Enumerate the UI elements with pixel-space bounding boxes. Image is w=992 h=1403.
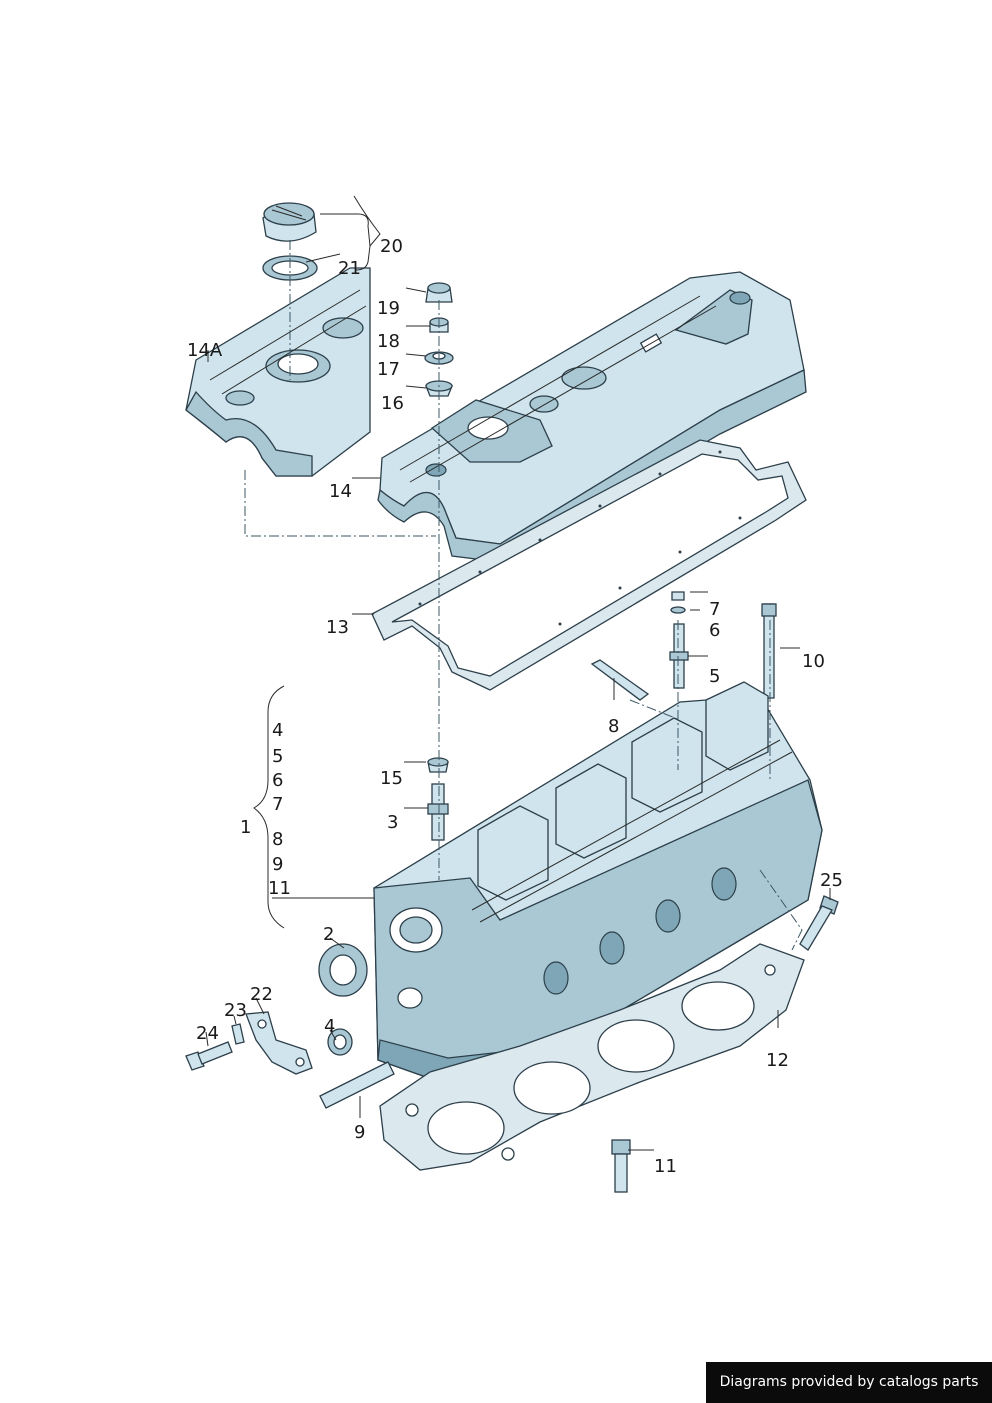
- camshaft-bearings: [477, 681, 769, 901]
- callout-6-upper: 6: [709, 620, 720, 641]
- assembly-axes: [244, 240, 803, 951]
- gasket-bead-dots: [418, 450, 742, 626]
- callout-7-upper: 7: [709, 599, 720, 620]
- callout-15: 15: [380, 768, 403, 789]
- callout-21: 21: [338, 258, 361, 279]
- cylinder-head: [373, 681, 823, 1083]
- callout-19: 19: [377, 298, 400, 319]
- callout-22: 22: [250, 984, 273, 1005]
- stud-5: [669, 623, 689, 689]
- callout-20: 20: [380, 236, 403, 257]
- callout-13: 13: [326, 617, 349, 638]
- shaft-seal-2: [318, 943, 368, 997]
- callout-1: 1: [240, 817, 251, 838]
- callout-25: 25: [820, 870, 843, 891]
- group-callout-7: 7: [272, 794, 283, 815]
- group-callout-9: 9: [272, 854, 283, 875]
- callout-14: 14: [329, 481, 352, 502]
- callout-5-upper: 5: [709, 666, 720, 687]
- oil-filler-cap: [262, 202, 317, 242]
- bolt-25: [799, 895, 839, 951]
- callout-23: 23: [224, 1000, 247, 1021]
- callout-14a: 14A: [187, 340, 223, 361]
- callout-18: 18: [377, 331, 400, 352]
- callout-2: 2: [323, 924, 334, 945]
- callout-12: 12: [766, 1050, 789, 1071]
- callout-11-lower: 11: [654, 1156, 677, 1177]
- callout-16: 16: [381, 393, 404, 414]
- bracket-22: [245, 1011, 313, 1075]
- callout-4-lower: 4: [324, 1016, 335, 1037]
- washer-15: [427, 757, 449, 773]
- group-callout-8: 8: [272, 829, 283, 850]
- bolt-10: [761, 603, 777, 699]
- bolt-24: [185, 1041, 233, 1071]
- nut-7: [670, 591, 686, 614]
- callout-labels: 20 21 19 18 17 16 14A 14 13 7 6 10 5 8 1…: [187, 236, 843, 1177]
- cylinder-head-cover-14a: [185, 267, 371, 477]
- callout-24: 24: [196, 1023, 219, 1044]
- clip-23: [231, 1023, 245, 1045]
- stud-8: [590, 659, 650, 701]
- head-gasket: [379, 943, 805, 1171]
- group-callout-6: 6: [272, 770, 283, 791]
- cylinder-head-cover: [377, 271, 807, 563]
- group-callout-4: 4: [272, 720, 283, 741]
- callout-17: 17: [377, 359, 400, 380]
- callout-10: 10: [802, 651, 825, 672]
- callout-8-upper: 8: [608, 716, 619, 737]
- cap-nut: [425, 282, 453, 303]
- callout-3: 3: [387, 812, 398, 833]
- cover-gasket: [371, 439, 807, 691]
- credit-banner: Diagrams provided by catalogs parts: [706, 1362, 992, 1403]
- stud-9: [319, 1061, 395, 1109]
- group-callout-11: 11: [268, 878, 291, 899]
- group-callout-5: 5: [272, 746, 283, 767]
- stud-3: [427, 783, 449, 841]
- leader-lines: [205, 195, 831, 1151]
- seal-4: [327, 1028, 353, 1056]
- bolt-11: [611, 1139, 631, 1193]
- callout-9-lower: 9: [354, 1122, 365, 1143]
